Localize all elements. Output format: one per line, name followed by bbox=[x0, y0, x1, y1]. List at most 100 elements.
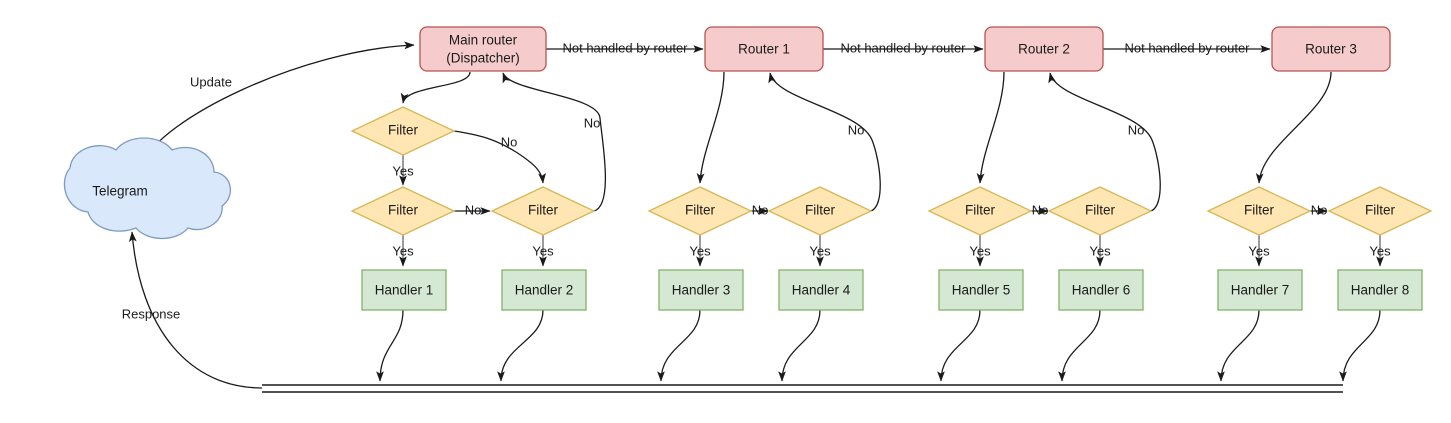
filter-1-label: Filter bbox=[388, 123, 419, 138]
filter-8-node[interactable]: Filter bbox=[1206, 186, 1312, 236]
no-label-3: No bbox=[465, 202, 482, 217]
edge-handler8-to-bus bbox=[1339, 309, 1381, 382]
filter-4-label: Filter bbox=[685, 203, 716, 218]
edge-handler2-to-bus bbox=[497, 309, 544, 382]
filter-9-node[interactable]: Filter bbox=[1327, 186, 1433, 236]
not-handled-label-3: Not handled by router bbox=[1124, 40, 1250, 55]
filter-8-label: Filter bbox=[1244, 203, 1275, 218]
not-handled-label-1: Not handled by router bbox=[562, 40, 688, 55]
yes-labels: Yes Yes Yes Yes Yes Yes Yes Yes Yes bbox=[392, 163, 1391, 258]
yes-label-7: Yes bbox=[1089, 243, 1111, 258]
handler-1-label: Handler 1 bbox=[375, 283, 434, 298]
no-label-5: No bbox=[848, 122, 865, 137]
telegram-cloud-node[interactable]: Telegram bbox=[63, 137, 232, 240]
edge-router2-to-filter6 bbox=[976, 71, 1005, 184]
filter-7-node[interactable]: Filter bbox=[1047, 186, 1153, 236]
edge-filter3-no-to-mainrouter bbox=[502, 72, 607, 212]
handler-4-label: Handler 4 bbox=[792, 283, 851, 298]
handler-1-node[interactable]: Handler 1 bbox=[361, 269, 447, 311]
main-router-box bbox=[419, 26, 547, 72]
router-1-label: Router 1 bbox=[738, 42, 790, 57]
update-label: Update bbox=[190, 74, 232, 89]
no-label-2: No bbox=[584, 115, 601, 130]
edge-router3-to-filter8 bbox=[1255, 71, 1332, 184]
filter-5-label: Filter bbox=[805, 203, 836, 218]
yes-label-5: Yes bbox=[809, 243, 831, 258]
cloud-icon bbox=[63, 137, 232, 240]
handler-7-label: Handler 7 bbox=[1231, 283, 1290, 298]
handler-6-box bbox=[1058, 269, 1144, 311]
handler-2-node[interactable]: Handler 2 bbox=[501, 269, 587, 311]
router-3-box bbox=[1271, 26, 1391, 72]
router-1-node[interactable]: Router 1 bbox=[704, 26, 824, 72]
handler-5-box bbox=[938, 269, 1024, 311]
handler-8-label: Handler 8 bbox=[1351, 283, 1410, 298]
edge-filter5-no-to-router1 bbox=[768, 72, 881, 212]
handler-7-box bbox=[1217, 269, 1303, 311]
filter-2-node[interactable]: Filter bbox=[350, 186, 456, 236]
filter-3-diamond bbox=[490, 186, 596, 236]
edge-handler1-to-bus bbox=[376, 309, 404, 382]
no-label-7: No bbox=[1128, 122, 1145, 137]
router-3-node[interactable]: Router 3 bbox=[1271, 26, 1391, 72]
no-label-8: No bbox=[1311, 202, 1328, 217]
handler-8-node[interactable]: Handler 8 bbox=[1337, 269, 1423, 311]
edge-handler7-to-bus bbox=[1217, 309, 1260, 382]
filter-9-label: Filter bbox=[1365, 203, 1396, 218]
router-3-label: Router 3 bbox=[1305, 42, 1357, 57]
main-router-label-line2: (Dispatcher) bbox=[446, 51, 520, 66]
filter-6-node[interactable]: Filter bbox=[927, 186, 1033, 236]
telegram-cloud-label: Telegram bbox=[92, 184, 148, 199]
edge-handler6-to-bus bbox=[1058, 309, 1101, 382]
filter-5-diamond bbox=[767, 186, 873, 236]
handler-4-box bbox=[778, 269, 864, 311]
yes-label-6: Yes bbox=[969, 243, 991, 258]
router-2-node[interactable]: Router 2 bbox=[984, 26, 1104, 72]
filter-3-label: Filter bbox=[528, 203, 559, 218]
main-router-node[interactable]: Main router (Dispatcher) bbox=[419, 26, 547, 72]
edge-filter1-no-to-filter3 bbox=[453, 130, 546, 184]
handler-5-label: Handler 5 bbox=[952, 283, 1011, 298]
yes-label-1: Yes bbox=[392, 163, 414, 178]
router-1-box bbox=[704, 26, 824, 72]
filter-3-node[interactable]: Filter bbox=[490, 186, 596, 236]
router-2-box bbox=[984, 26, 1104, 72]
no-label-6: No bbox=[1032, 202, 1049, 217]
filter-1-diamond bbox=[350, 106, 456, 156]
no-label-4: No bbox=[752, 202, 769, 217]
yes-label-4: Yes bbox=[689, 243, 711, 258]
no-label-1: No bbox=[501, 134, 518, 149]
filter-4-diamond bbox=[647, 186, 753, 236]
handler-7-node[interactable]: Handler 7 bbox=[1217, 269, 1303, 311]
edge-filter7-no-to-router2 bbox=[1048, 72, 1161, 212]
edge-mainrouter-to-filter1 bbox=[400, 71, 471, 104]
handler-2-label: Handler 2 bbox=[515, 283, 574, 298]
not-handled-label-2: Not handled by router bbox=[840, 40, 966, 55]
filter-7-diamond bbox=[1047, 186, 1153, 236]
router-2-label: Router 2 bbox=[1018, 42, 1070, 57]
edge-handler4-to-bus bbox=[778, 309, 821, 382]
edge-handler3-to-bus bbox=[657, 309, 701, 382]
yes-label-8: Yes bbox=[1248, 243, 1270, 258]
edge-router1-to-filter4 bbox=[696, 71, 725, 184]
filter-2-diamond bbox=[350, 186, 456, 236]
handler-4-node[interactable]: Handler 4 bbox=[778, 269, 864, 311]
handler-3-node[interactable]: Handler 3 bbox=[658, 269, 744, 311]
filter-8-diamond bbox=[1206, 186, 1312, 236]
handler-2-box bbox=[501, 269, 587, 311]
filter-6-diamond bbox=[927, 186, 1033, 236]
main-router-label-line1: Main router bbox=[449, 33, 518, 48]
handler-3-label: Handler 3 bbox=[672, 283, 731, 298]
filter-4-node[interactable]: Filter bbox=[647, 186, 753, 236]
handler-3-box bbox=[658, 269, 744, 311]
filter-2-label: Filter bbox=[388, 203, 419, 218]
filter-5-node[interactable]: Filter bbox=[767, 186, 873, 236]
handler-8-box bbox=[1337, 269, 1423, 311]
yes-label-3: Yes bbox=[532, 243, 554, 258]
filter-1-node[interactable]: Filter bbox=[350, 106, 456, 156]
handler-6-node[interactable]: Handler 6 bbox=[1058, 269, 1144, 311]
handler-5-node[interactable]: Handler 5 bbox=[938, 269, 1024, 311]
filter-7-label: Filter bbox=[1085, 203, 1116, 218]
